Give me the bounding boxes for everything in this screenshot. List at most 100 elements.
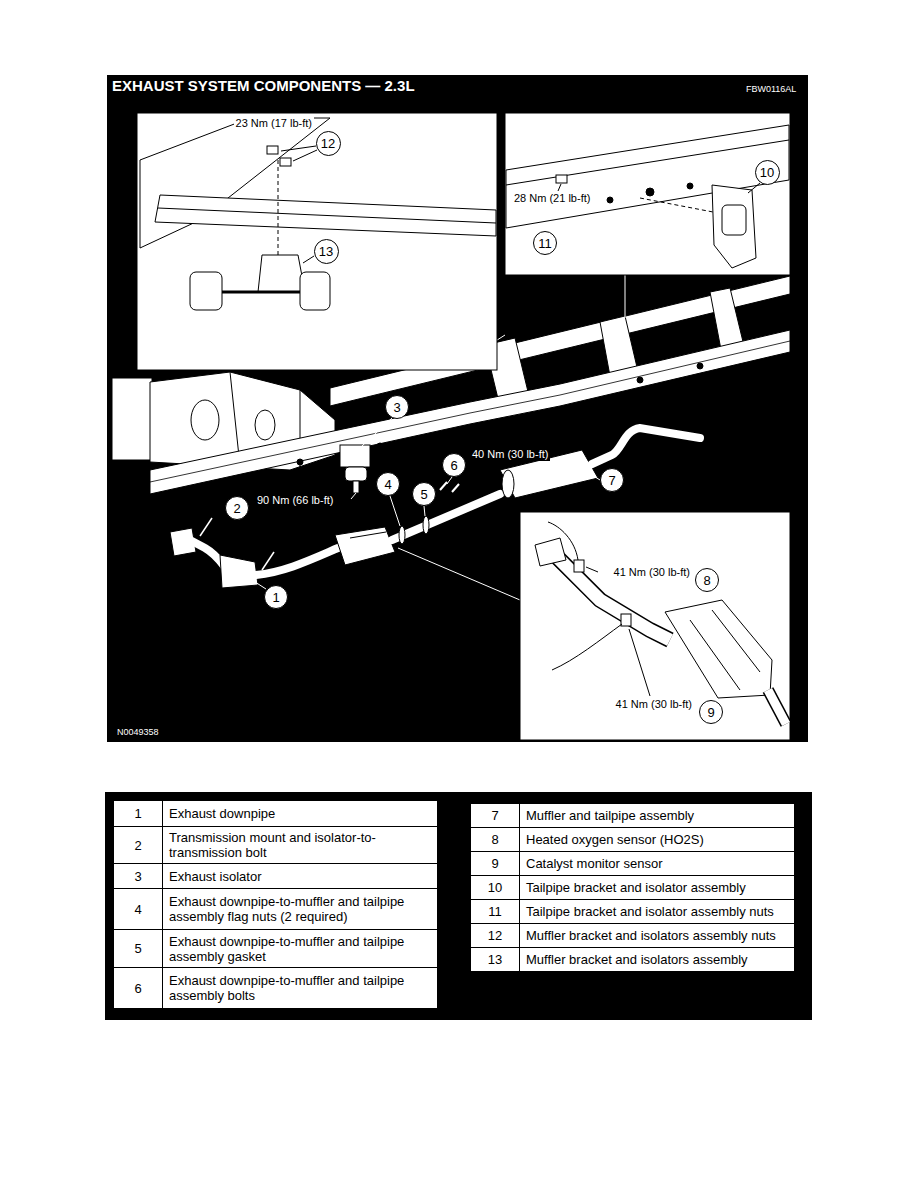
part-name: Exhaust isolator [169, 869, 262, 884]
part-name: Exhaust downpipe-to-muffler and tailpipe… [169, 973, 431, 1003]
table-row: 3 Exhaust isolator [114, 864, 437, 888]
figure-code: FBW0116AL [745, 84, 797, 95]
leader-line [390, 496, 400, 526]
table-cell: Muffler bracket and isolators assembly n… [520, 924, 794, 947]
table-cell: Catalyst monitor sensor [520, 852, 794, 875]
item-number: 10 [488, 880, 502, 895]
item-number: 9 [491, 856, 498, 871]
callout-text: 1 [272, 590, 279, 605]
item-number: 8 [491, 832, 498, 847]
torque-value: 23 Nm (17 lb-ft) [234, 117, 314, 130]
manifold-flange [535, 538, 566, 566]
rail-hole [646, 188, 654, 196]
transmission-mount [340, 445, 370, 493]
part-name: Muffler and tailpipe assembly [526, 808, 694, 823]
part-name: Exhaust downpipe-to-muffler and tailpipe… [169, 894, 431, 924]
item-number: 3 [134, 869, 141, 884]
mount-bracket [340, 445, 370, 467]
table-cell: 6 [114, 968, 162, 1008]
table-cell: 10 [471, 876, 519, 899]
callout-text: 10 [760, 165, 774, 180]
table-row: 11Tailpipe bracket and isolator assembly… [471, 900, 794, 923]
callout-number: 5 [412, 482, 436, 506]
callout-text: 5 [420, 487, 427, 502]
torque-value: 40 Nm (30 lb-ft) [470, 448, 550, 461]
callout-number: 7 [600, 468, 624, 492]
callout-text: 8 [703, 573, 710, 588]
pipe-flange [399, 526, 405, 544]
leader-line [424, 506, 425, 516]
sensor-wire [200, 518, 212, 536]
table-row: 1 Exhaust downpipe [114, 801, 437, 826]
table-cell: 13 [471, 948, 519, 971]
callout-text: 11 [538, 236, 552, 251]
rail-hole [377, 443, 383, 449]
crossmember [155, 195, 496, 236]
exhaust-pipe [256, 548, 338, 575]
exhaust-pipe [190, 540, 224, 566]
callout-number: 2 [225, 496, 249, 520]
leader-line [362, 418, 392, 446]
sensor-wire [548, 522, 578, 560]
leader-line [586, 567, 598, 572]
table-cell: Muffler bracket and isolators assembly [520, 948, 794, 971]
tailpipe [592, 428, 700, 464]
item-number: 1 [134, 806, 141, 821]
table-cell: 2 [114, 827, 162, 863]
table-row: 6Exhaust downpipe-to-muffler and tailpip… [114, 968, 437, 1008]
part-name: Muffler bracket and isolators assembly [526, 952, 748, 967]
table-cell: Exhaust downpipe-to-muffler and tailpipe… [163, 930, 437, 967]
catalytic-converter [665, 600, 772, 698]
callout-number: 10 [755, 160, 780, 185]
table-row: 13 Muffler bracket and isolators assembly [471, 948, 794, 971]
part-name: Exhaust downpipe-to-muffler and tailpipe… [169, 934, 431, 964]
callout-text: 9 [707, 705, 714, 720]
inset-frame [520, 512, 790, 740]
callout-number: 6 [442, 453, 466, 477]
table-cell: 7 [471, 804, 519, 827]
leader-line [303, 256, 314, 263]
bracket-nut [267, 146, 278, 154]
table-row: 12Muffler bracket and isolators assembly… [471, 924, 794, 947]
table-cell: Tailpipe bracket and isolator assembly n… [520, 900, 794, 923]
table-cell: 12 [471, 924, 519, 947]
crossmember-edge [158, 208, 496, 223]
table-cell: 8 [471, 828, 519, 851]
table-row: 2Transmission mount and isolator-to-tran… [114, 827, 437, 863]
table-cell: Exhaust downpipe-to-muffler and tailpipe… [163, 968, 437, 1008]
figure-code: N0049358 [116, 727, 160, 738]
pipe-outline [768, 690, 786, 724]
item-number: 13 [488, 952, 502, 967]
callout-number: 4 [376, 472, 400, 496]
part-name: Tailpipe bracket and isolator assembly n… [526, 904, 774, 919]
table-cell: Transmission mount and isolator-to-trans… [163, 827, 437, 863]
table-cell: 1 [114, 801, 162, 826]
callout-text: 13 [319, 244, 333, 259]
rail-hole [687, 183, 693, 189]
table-cell: 5 [114, 930, 162, 967]
part-name: Catalyst monitor sensor [526, 856, 663, 871]
inset-frame [505, 113, 790, 275]
sensor-view [535, 522, 786, 724]
isolator [190, 272, 222, 310]
table-row: 5Exhaust downpipe-to-muffler and tailpip… [114, 930, 437, 967]
flange-gasket [423, 516, 429, 534]
catalytic-converter [335, 527, 395, 565]
exhaust-isolator [345, 467, 367, 481]
callout-number: 13 [314, 239, 339, 264]
torque-value: 41 Nm (30 lb-ft) [614, 698, 694, 711]
callout-text: 4 [384, 477, 391, 492]
case-detail [191, 400, 219, 440]
callout-text: 6 [450, 458, 457, 473]
rail-hole [607, 197, 613, 203]
table-cell: Muffler and tailpipe assembly [520, 804, 794, 827]
callout-number: 11 [533, 231, 557, 255]
callout-text: 3 [393, 400, 400, 415]
table-cell: 9 [471, 852, 519, 875]
leader-line [629, 629, 650, 696]
table-cell: Exhaust downpipe [163, 801, 437, 826]
leader-line [281, 146, 316, 151]
leader-line [351, 493, 356, 499]
callout-number: 3 [385, 395, 409, 419]
table-cell: Heated oxygen sensor (HO2S) [520, 828, 794, 851]
